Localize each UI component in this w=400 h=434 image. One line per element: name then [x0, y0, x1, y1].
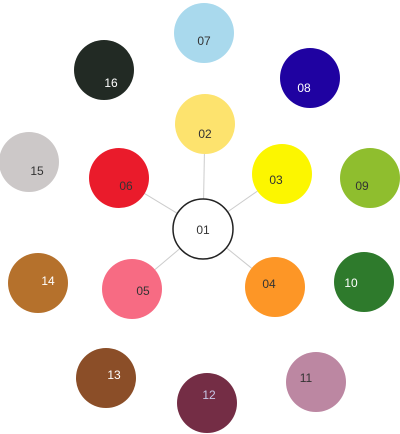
node-10-circle: [334, 252, 394, 312]
node-14-circle: [8, 253, 68, 313]
node-11-label: 11: [300, 371, 313, 385]
connector-01-02: [203, 153, 205, 200]
node-06: 06: [89, 148, 149, 208]
node-14-label: 14: [41, 274, 55, 288]
node-14: 14: [8, 253, 68, 313]
node-16-circle: [74, 40, 134, 100]
node-09-circle: [340, 148, 400, 208]
node-01-label: 01: [196, 223, 210, 237]
node-02: 02: [175, 94, 235, 154]
node-13: 13: [76, 348, 136, 408]
node-04-label: 04: [262, 277, 276, 291]
node-09: 09: [340, 148, 400, 208]
node-05: 05: [102, 259, 162, 319]
node-15-circle: [0, 132, 59, 192]
node-12: 12: [177, 373, 237, 433]
node-13-circle: [76, 348, 136, 408]
connector-01-03: [227, 190, 258, 213]
node-03-label: 03: [269, 173, 283, 187]
node-11: 11: [286, 352, 346, 412]
connector-01-06: [144, 193, 178, 214]
node-03-circle: [252, 144, 312, 204]
node-02-label: 02: [198, 127, 212, 141]
node-13-label: 13: [107, 368, 121, 382]
node-05-circle: [102, 259, 162, 319]
node-02-circle: [175, 94, 235, 154]
node-08-label: 08: [297, 81, 311, 95]
node-11-circle: [286, 352, 346, 412]
node-12-circle: [177, 373, 237, 433]
node-06-label: 06: [119, 179, 133, 193]
node-07-circle: [174, 3, 234, 63]
node-15-label: 15: [30, 164, 44, 178]
node-08-circle: [280, 48, 340, 108]
node-05-label: 05: [136, 284, 150, 298]
node-08: 08: [280, 48, 340, 108]
connector-01-05: [154, 248, 181, 270]
node-07-label: 07: [197, 34, 211, 48]
node-09-label: 09: [355, 179, 369, 193]
node-03: 03: [252, 144, 312, 204]
connector-01-04: [226, 247, 252, 269]
node-10: 10: [334, 252, 394, 312]
node-15: 15: [0, 132, 59, 192]
node-10-label: 10: [344, 276, 358, 290]
node-07: 07: [174, 3, 234, 63]
node-12-label: 12: [202, 388, 216, 402]
node-01-circle: [172, 198, 234, 260]
node-01-center: 01: [172, 198, 234, 260]
node-04-circle: [245, 257, 305, 317]
node-06-circle: [89, 148, 149, 208]
node-16: 16: [74, 40, 134, 100]
node-16-label: 16: [104, 76, 118, 90]
node-04: 04: [245, 257, 305, 317]
